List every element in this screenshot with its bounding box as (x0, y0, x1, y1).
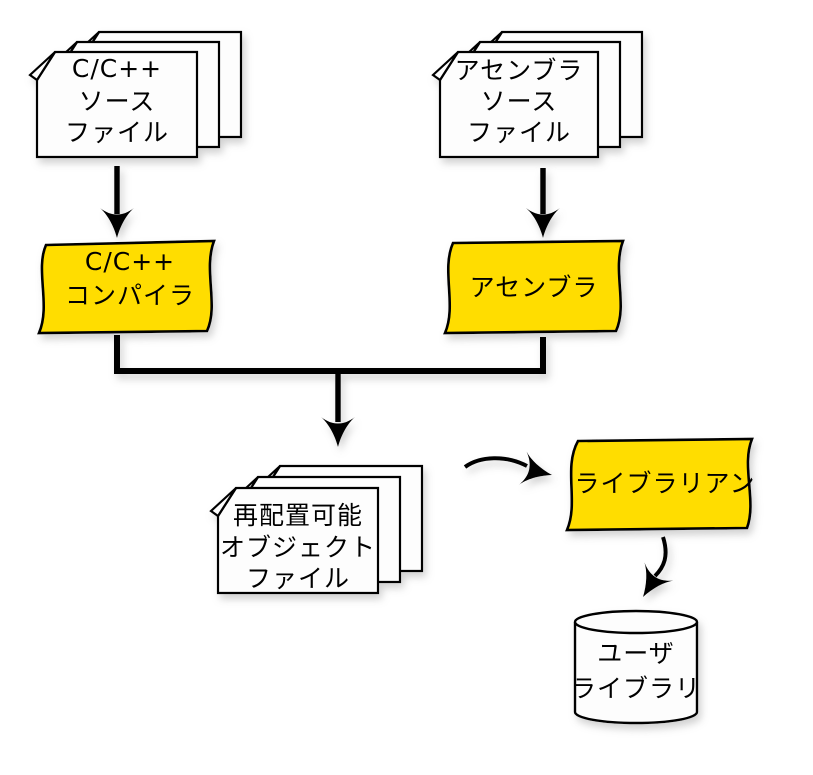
cpp-source-label-line1: C/C++ (72, 54, 162, 83)
librarian-label: ライブラリアン (574, 469, 755, 498)
dogear-icon (28, 51, 56, 82)
cpp-source-label-line3: ファイル (65, 118, 169, 147)
object-files-label-line1: 再配置可能 (233, 501, 363, 530)
cpp-source-label-line2: ソース (79, 87, 156, 116)
user-library-label-line2: ライブラリ (571, 674, 701, 703)
arrowhead-icon (100, 208, 134, 238)
arrow-object-files-to-librarian (463, 451, 552, 485)
arrowhead-icon (321, 417, 355, 447)
dogear-icon (209, 487, 237, 518)
asm-source-label-line1: アセンブラ (455, 56, 584, 85)
asm-source-label-line3: ファイル (467, 118, 571, 147)
cylinder-body-icon (573, 622, 699, 725)
object-files-label-line2: オブジェクト (220, 533, 376, 562)
cylinder-top-icon (573, 609, 699, 635)
arrowhead-icon (526, 208, 560, 238)
shape-layer (28, 30, 754, 725)
cpp-compiler-label-line1: C/C++ (85, 247, 175, 276)
arrow-asm-source-to-assembler (526, 168, 560, 238)
arrow-cpp-source-to-compiler (100, 166, 134, 238)
arrow-librarian-to-user-library (643, 536, 674, 597)
node-cpp-compiler (37, 239, 216, 335)
arrowhead-icon (518, 451, 552, 485)
node-librarian (565, 437, 754, 532)
node-asm-source-files (431, 30, 644, 159)
asm-source-label-line2: ソース (481, 87, 558, 116)
arrowhead-icon (643, 562, 674, 597)
node-user-library (573, 609, 699, 725)
dogear-icon (431, 51, 459, 82)
node-object-files (209, 464, 424, 595)
assembler-label: アセンブラ (470, 273, 599, 302)
arrow-merge-to-object-files (114, 335, 546, 447)
object-files-label-line3: ファイル (246, 564, 350, 593)
cpp-compiler-label-line2: コンパイラ (65, 281, 195, 310)
node-cpp-source-files (28, 30, 243, 159)
user-library-label-line1: ユーザ (597, 639, 675, 668)
label-layer: C/C++ ソース ファイル アセンブラ ソース ファイル C/C++ コンパイ… (65, 54, 755, 703)
node-assembler (443, 239, 625, 335)
